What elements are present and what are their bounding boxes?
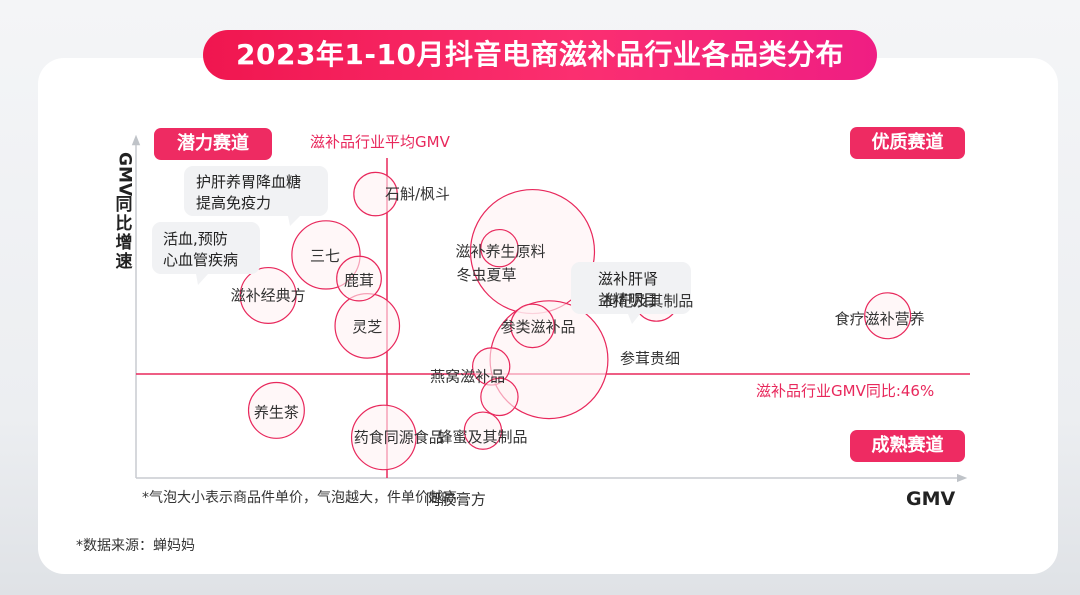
bubble-size-note: *气泡大小表示商品件单价，气泡越大，件单价越高 [142,490,457,506]
callout-text: 护肝养胃降血糖 [196,173,301,191]
bubble-label: 食疗滋补营养 [835,310,925,328]
bubble-label: 药食同源食品 [354,428,444,446]
callout-text: 活血,预防 [163,230,228,248]
bubble [480,228,519,268]
bubble-label: 三七 [310,247,340,265]
callout-tail [628,314,640,324]
bubble-label: 养生茶 [254,403,299,421]
y-axis-label-char: 比 [115,214,133,235]
callout-text: 心血管疾病 [163,251,238,269]
quadrant-mature-tag: 成熟赛道 [850,430,965,462]
bubble [463,411,503,450]
quadrant-potential-tag: 潜力赛道 [154,128,272,160]
data-source-note: *数据来源：蝉妈妈 [76,538,195,554]
bubble-label: 枸杞及其制品 [603,292,693,310]
bubble-label: 阿胶膏方 [426,491,486,509]
bubble [350,404,417,471]
quadrant-quality-tag: 优质赛道 [850,127,965,159]
bubbles-layer [239,171,912,471]
bubble-label: 参类滋补品 [500,318,575,336]
bubble [864,292,912,340]
callout-text: 提高免疫力 [196,194,271,212]
bubble-label: 灵芝 [352,318,382,336]
bubble [510,303,555,349]
avg-gmv-label: 滋补品行业平均GMV [310,133,450,151]
callout-box [152,222,260,274]
x-axis-label: GMV [906,488,956,510]
bubble-label: 燕窝滋补品 [430,367,505,385]
bubble-label: 鹿茸 [344,272,374,290]
bubble-label: 参茸贵细 [620,350,680,368]
bubble-label: 冬虫夏草 [456,266,516,284]
callout-text: 滋补肝肾 [598,270,658,288]
bubble-label: 滋补经典方 [231,286,306,304]
page-title: 2023年1-10月抖音电商滋补品行业各品类分布 [203,30,877,80]
callout-tail [288,216,300,226]
bubble [336,255,382,302]
bubble [247,381,305,439]
callout-box [184,166,328,216]
callout-box [571,262,691,314]
avg-growth-label: 滋补品行业GMV同比:46% [756,382,935,400]
y-axis-label-char: GMV [114,152,135,197]
bubble-label: 滋补养生原料 [455,243,545,261]
y-axis-label-char: 同 [115,195,133,216]
bubble [239,266,297,324]
bubble [353,171,398,217]
bubble [480,377,519,417]
bubble-label: 蜂蜜及其制品 [437,428,527,446]
bubble-label: 石斛/枫斗 [385,185,450,203]
y-axis-label-char: 增 [115,233,133,254]
y-axis-label-char: 速 [115,252,133,273]
callout-text: 益精明目 [598,291,658,309]
callout-tail [196,274,208,285]
